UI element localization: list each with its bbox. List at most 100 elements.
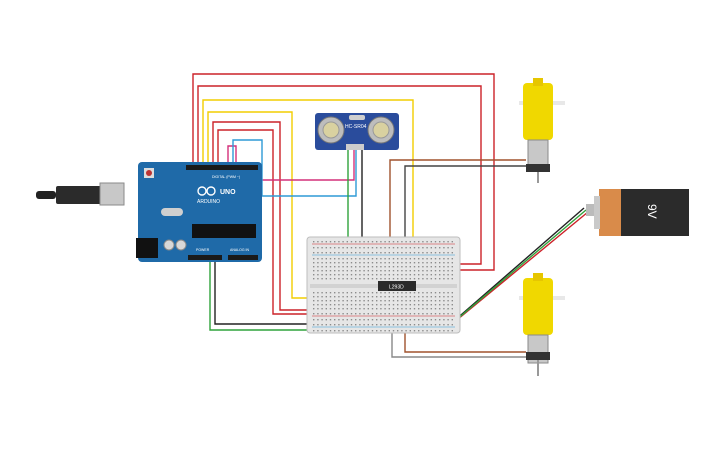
breadboard-hole bbox=[426, 278, 428, 280]
breadboard-hole bbox=[443, 300, 445, 302]
breadboard-hole bbox=[338, 319, 340, 321]
breadboard-hole bbox=[350, 292, 353, 294]
breadboard-hole bbox=[409, 278, 411, 280]
breadboard-hole bbox=[346, 292, 348, 294]
capacitor-1 bbox=[163, 239, 175, 251]
breadboard-hole bbox=[451, 300, 453, 302]
breadboard-hole bbox=[376, 266, 378, 268]
breadboard-hole bbox=[380, 304, 382, 306]
breadboard-hole bbox=[350, 300, 353, 302]
breadboard-hole bbox=[388, 313, 390, 315]
breadboard-hole bbox=[350, 252, 353, 254]
breadboard-hole bbox=[422, 278, 424, 280]
breadboard-hole bbox=[430, 304, 432, 306]
breadboard-hole bbox=[405, 313, 407, 315]
breadboard-hole bbox=[380, 313, 382, 315]
breadboard-hole bbox=[346, 296, 348, 298]
breadboard-hole bbox=[380, 241, 382, 243]
breadboard-hole bbox=[434, 247, 437, 249]
breadboard-hole bbox=[325, 266, 327, 268]
breadboard-hole bbox=[439, 304, 441, 306]
breadboard-hole bbox=[359, 304, 361, 306]
breadboard-hole bbox=[338, 252, 340, 254]
breadboard-hole bbox=[363, 313, 365, 315]
breadboard-hole bbox=[413, 296, 416, 298]
breadboard-hole bbox=[376, 319, 378, 321]
battery-terminals bbox=[586, 204, 594, 216]
breadboard-hole bbox=[317, 292, 319, 294]
breadboard[interactable]: L293D bbox=[306, 236, 461, 334]
breadboard-hole bbox=[401, 313, 403, 315]
battery-9v[interactable]: 9V bbox=[586, 189, 689, 236]
breadboard-hole bbox=[376, 313, 378, 315]
breadboard-hole bbox=[409, 304, 411, 306]
breadboard-hole bbox=[439, 330, 441, 332]
sensor-crystal bbox=[349, 115, 365, 120]
breadboard-hole bbox=[405, 278, 407, 280]
breadboard-hole bbox=[380, 262, 382, 264]
breadboard-hole bbox=[321, 266, 323, 268]
breadboard-hole bbox=[409, 274, 411, 276]
breadboard-hole bbox=[397, 304, 399, 306]
breadboard-hole bbox=[418, 308, 420, 310]
breadboard-hole bbox=[439, 278, 441, 280]
breadboard-hole bbox=[422, 241, 424, 243]
breadboard-hole bbox=[342, 319, 344, 321]
breadboard-hole bbox=[409, 324, 411, 326]
breadboard-hole bbox=[409, 313, 411, 315]
breadboard-hole bbox=[359, 252, 361, 254]
breadboard-hole bbox=[313, 278, 315, 280]
breadboard-hole bbox=[426, 304, 428, 306]
breadboard-hole bbox=[359, 266, 361, 268]
breadboard-hole bbox=[313, 330, 315, 332]
breadboard-hole bbox=[430, 247, 432, 249]
breadboard-hole bbox=[380, 319, 382, 321]
breadboard-hole bbox=[405, 319, 407, 321]
breadboard-hole bbox=[443, 252, 445, 254]
breadboard-hole bbox=[350, 262, 353, 264]
breadboard-hole bbox=[342, 274, 344, 276]
breadboard-hole bbox=[434, 324, 437, 326]
breadboard-hole bbox=[334, 262, 336, 264]
breadboard-hole bbox=[355, 266, 357, 268]
breadboard-hole bbox=[401, 308, 403, 310]
breadboard-hole bbox=[329, 262, 332, 264]
sensor-label: HC-SR04 bbox=[345, 124, 367, 130]
breadboard-hole bbox=[321, 278, 323, 280]
breadboard-hole bbox=[426, 252, 428, 254]
breadboard-hole bbox=[313, 324, 315, 326]
breadboard-hole bbox=[371, 304, 374, 306]
breadboard-hole bbox=[338, 266, 340, 268]
breadboard-hole bbox=[334, 308, 336, 310]
breadboard-hole bbox=[392, 262, 395, 264]
breadboard-hole bbox=[355, 258, 357, 260]
breadboard-hole bbox=[363, 270, 365, 272]
arduino-uno[interactable]: ARDUINO UNO DIGITAL (PWM ~) POWER ANALOG… bbox=[36, 162, 262, 262]
breadboard-hole bbox=[342, 258, 344, 260]
breadboard-hole bbox=[321, 319, 323, 321]
breadboard-hole bbox=[338, 258, 340, 260]
breadboard-hole bbox=[380, 296, 382, 298]
breadboard-hole bbox=[426, 266, 428, 268]
breadboard-hole bbox=[392, 266, 395, 268]
breadboard-hole bbox=[426, 258, 428, 260]
breadboard-hole bbox=[413, 274, 416, 276]
breadboard-hole bbox=[426, 274, 428, 276]
breadboard-hole bbox=[447, 296, 449, 298]
breadboard-hole bbox=[451, 304, 453, 306]
ultrasonic-sensor[interactable]: HC-SR04 bbox=[315, 113, 399, 150]
motor-top[interactable] bbox=[519, 78, 565, 183]
breadboard-hole bbox=[434, 274, 437, 276]
breadboard-hole bbox=[405, 241, 407, 243]
breadboard-hole bbox=[367, 308, 369, 310]
breadboard-hole bbox=[397, 308, 399, 310]
motor-bottom[interactable] bbox=[519, 273, 565, 376]
breadboard-hole bbox=[329, 292, 332, 294]
breadboard-hole bbox=[317, 274, 319, 276]
breadboard-hole bbox=[313, 241, 315, 243]
crystal bbox=[161, 208, 183, 216]
breadboard-hole bbox=[342, 241, 344, 243]
breadboard-hole bbox=[350, 330, 353, 332]
breadboard-hole bbox=[401, 247, 403, 249]
breadboard-hole bbox=[321, 308, 323, 310]
